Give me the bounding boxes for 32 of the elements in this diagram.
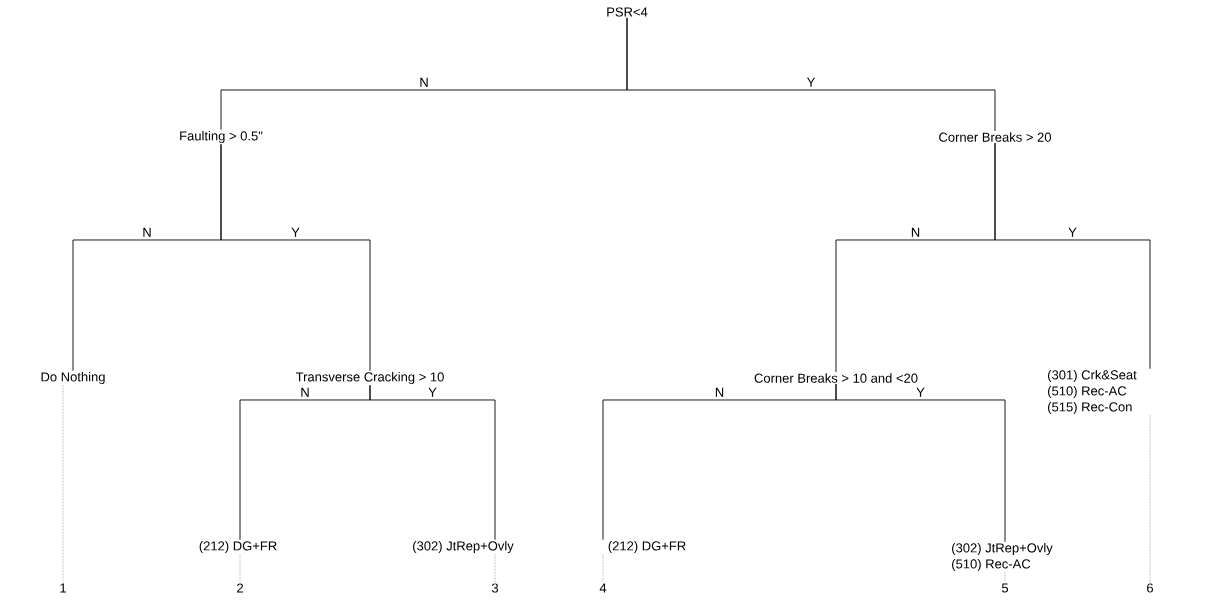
edge-label: N: [418, 76, 430, 88]
tree-branch: [994, 142, 1151, 370]
leaf-number: 5: [1001, 583, 1009, 593]
leaf-number: 2: [237, 583, 243, 593]
edge-label: Y: [427, 386, 438, 398]
edge-label: N: [909, 226, 922, 238]
decision-text: Transverse Cracking > 10: [295, 371, 444, 385]
action-text: (302) JtRep+Ovly: [413, 540, 514, 554]
edge-label: N: [713, 386, 726, 398]
tree-branch: [835, 383, 1006, 543]
action-text: Do Nothing: [41, 371, 105, 385]
action-text: (212) DG+FR: [608, 540, 686, 554]
tree-branch: [369, 384, 496, 541]
leaf-number: 3: [491, 583, 499, 593]
tree-branch: [220, 143, 371, 372]
action-text: (302) JtRep+Ovly (510) Rec-AC: [952, 542, 1053, 572]
action-text: (301) Crk&Seat (510) Rec-AC (515) Rec-Con: [1048, 369, 1137, 415]
leaf-number: 6: [1147, 583, 1154, 593]
action-text: (212) DG+FR: [199, 540, 277, 554]
edge-label: Y: [915, 386, 926, 398]
edge-label: Y: [805, 76, 817, 88]
leaf-number: 1: [60, 583, 66, 593]
edge-label: N: [141, 226, 153, 238]
decision-text: PSR<4: [607, 7, 648, 17]
edge-label: Y: [1067, 226, 1078, 238]
tree-branch: [626, 17, 996, 132]
decision-text: Faulting > 0.5": [180, 130, 263, 144]
decision-text: Corner Breaks > 20: [939, 132, 1051, 142]
edge-label: Y: [290, 226, 301, 238]
edge-label: N: [299, 386, 311, 398]
leaf-number: 4: [599, 583, 607, 593]
decision-text: Corner Breaks > 10 and <20: [754, 373, 918, 383]
